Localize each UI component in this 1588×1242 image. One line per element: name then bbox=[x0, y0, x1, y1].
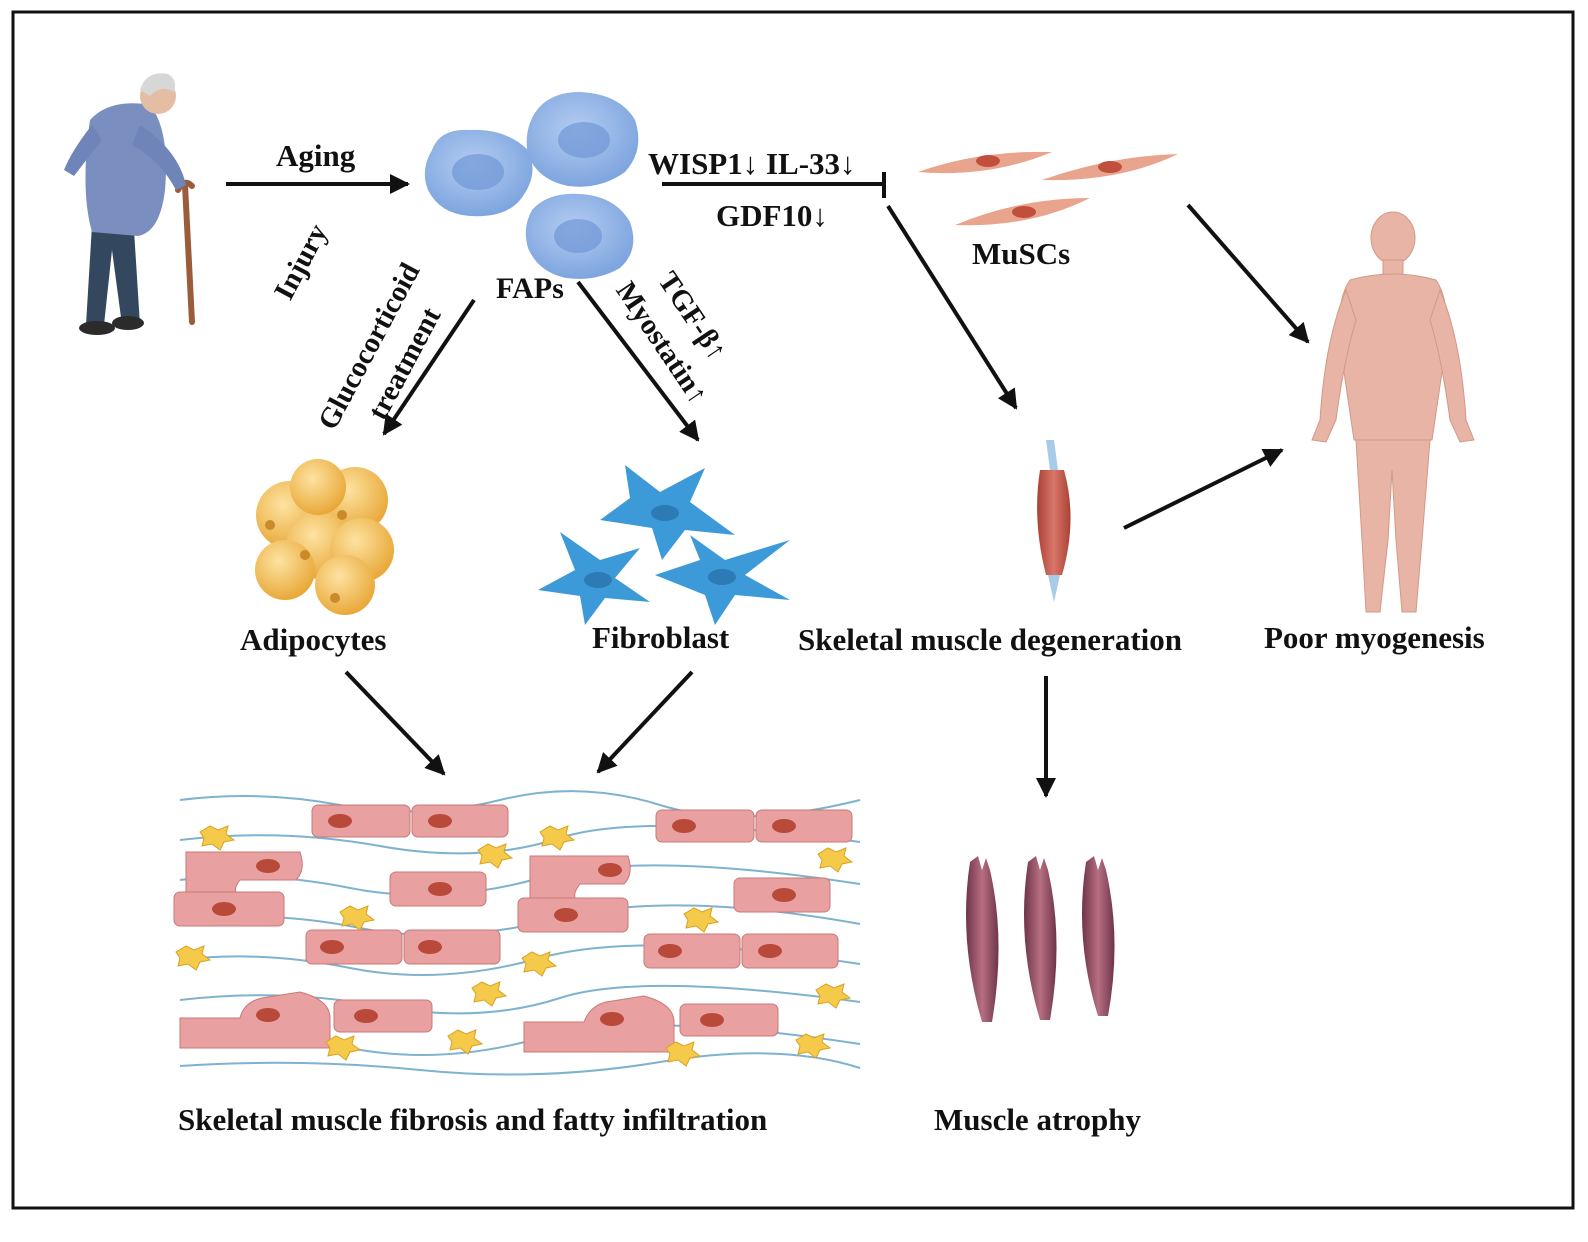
label-aging: Aging bbox=[276, 138, 356, 173]
atrophy-muscles-icon bbox=[966, 856, 1115, 1022]
fap-cells-icon bbox=[424, 92, 639, 279]
arrow-to-fibroblast bbox=[576, 280, 700, 442]
label-skeletal-muscle-degeneration: Skeletal muscle degeneration bbox=[798, 622, 1183, 657]
label-gdf10: GDF10↓ bbox=[716, 198, 828, 233]
label-wisp1-il33: WISP1↓ IL-33↓ bbox=[648, 146, 856, 181]
arrow-to-adipocytes bbox=[382, 298, 476, 436]
label-fibroblast: Fibroblast bbox=[592, 620, 730, 655]
arrow-adipocytes-to-fibrosis bbox=[344, 670, 446, 776]
fibroblast-icon bbox=[538, 465, 790, 625]
outer-frame bbox=[11, 10, 1575, 1210]
label-fibrosis-infiltration: Skeletal muscle fibrosis and fatty infil… bbox=[178, 1102, 768, 1137]
label-muscle-atrophy: Muscle atrophy bbox=[934, 1102, 1141, 1137]
label-faps: FAPs bbox=[496, 272, 564, 305]
fibrosis-tissue-icon bbox=[173, 790, 868, 1076]
adipocytes-icon bbox=[255, 459, 394, 615]
arrow-muscs-to-myogenesis bbox=[1186, 203, 1310, 344]
arrow-fibroblast-to-fibrosis bbox=[596, 670, 694, 774]
muscle-icon bbox=[1037, 440, 1071, 602]
arrow-to-degeneration bbox=[886, 204, 1018, 410]
label-poor-myogenesis: Poor myogenesis bbox=[1264, 620, 1485, 655]
human-body-icon bbox=[1311, 211, 1475, 613]
muscs-cells-icon bbox=[918, 151, 1178, 226]
arrow-degeneration-to-myogenesis bbox=[1123, 448, 1284, 530]
label-muscs: MuSCs bbox=[972, 236, 1071, 271]
label-adipocytes: Adipocytes bbox=[240, 622, 387, 657]
elderly-person-icon bbox=[64, 73, 195, 335]
